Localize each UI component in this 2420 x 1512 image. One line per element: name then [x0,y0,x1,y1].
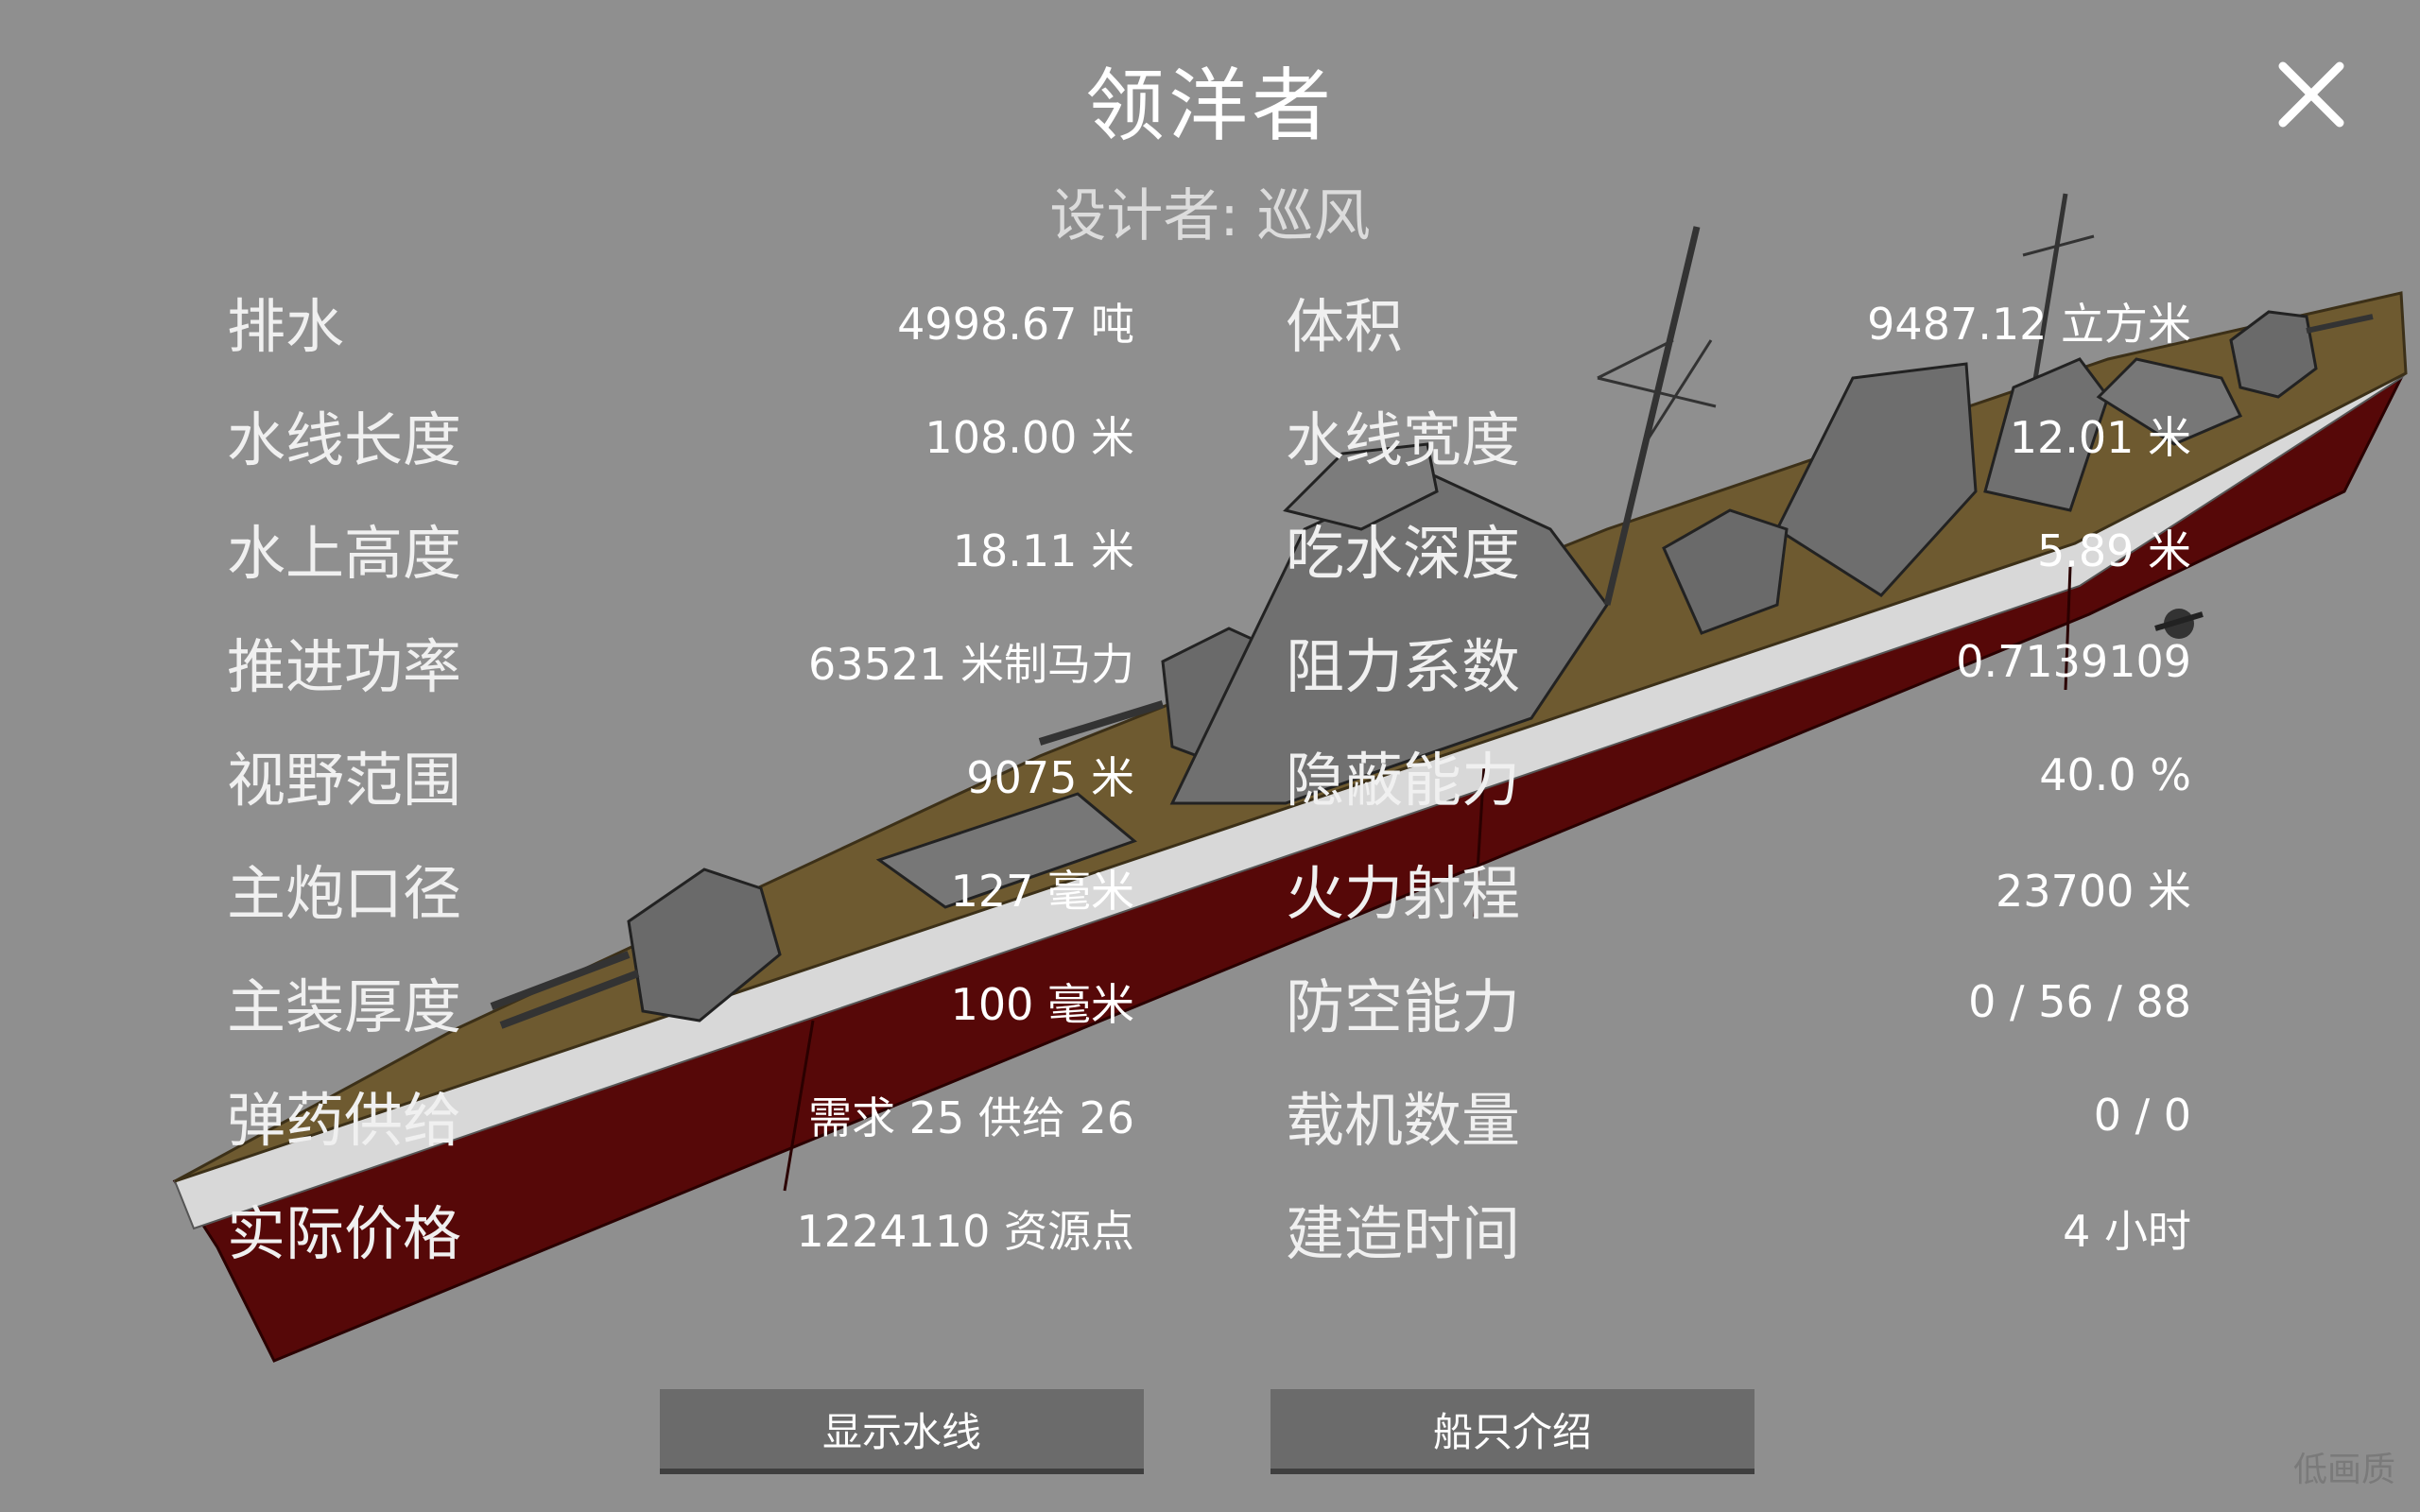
fore-mast [1603,226,1701,606]
stat-value: 4998.67 吨 [897,299,1134,350]
graphics-quality-watermark: 低画质 [2292,1451,2395,1489]
stat-row: 推进功率 63521 米制马力 [227,619,1134,704]
stat-row: 视野范围 9075 米 [227,732,1134,817]
stat-label: 主装厚度 [227,972,462,1041]
stat-value: 100 毫米 [950,979,1134,1030]
stat-label: 视野范围 [227,746,462,815]
ship-intro-button[interactable]: 船只介绍 [1270,1389,1754,1474]
stat-value: 23700 米 [1996,866,2191,917]
stat-label: 水线宽度 [1286,405,1521,474]
stat-label: 推进功率 [227,632,462,701]
stat-label: 排水 [227,292,345,361]
stat-label: 火力射程 [1286,859,1521,928]
stat-row: 吃水深度 5.89 米 [1286,506,2191,591]
stat-row: 阻力系数 0.7139109 [1286,619,2191,704]
stat-row: 载机数量 0 / 0 [1286,1073,2191,1158]
stat-row: 水线长度 108.00 米 [227,392,1134,477]
stat-row: 实际价格 1224110 资源点 [227,1186,1134,1271]
close-icon [2278,61,2344,128]
funnel [1775,362,1978,597]
stat-row: 水线宽度 12.01 米 [1286,392,2191,477]
stat-value: 127 毫米 [950,866,1134,917]
stat-label: 载机数量 [1286,1086,1521,1155]
stat-row: 隐蔽能力 40.0 % [1286,732,2191,817]
stat-label: 阻力系数 [1286,632,1521,701]
stat-row: 防空能力 0 / 56 / 88 [1286,959,2191,1044]
show-waterline-button[interactable]: 显示水线 [660,1389,1144,1474]
stat-value: 9487.12 立方米 [1867,299,2191,350]
stat-row: 建造时间 4 小时 [1286,1186,2191,1271]
stat-row: 火力射程 23700 米 [1286,846,2191,931]
close-button[interactable] [2269,52,2354,137]
stat-value: 9075 米 [966,752,1134,803]
aft-mast [2030,193,2068,398]
stat-label: 弹药供给 [227,1086,462,1155]
stat-value: 0 / 56 / 88 [1968,976,2191,1027]
stat-value: 0.7139109 [1956,636,2191,687]
stat-row: 排水 4998.67 吨 [227,279,1134,364]
ship-name-title: 领洋者 [1084,60,1335,152]
stat-value: 108.00 米 [925,412,1134,463]
stat-label: 体积 [1286,292,1404,361]
aft-turret [2229,310,2318,399]
stat-label: 防空能力 [1286,972,1521,1041]
stat-row: 水上高度 18.11 米 [227,506,1134,591]
stat-label: 水线长度 [227,405,462,474]
stat-row: 体积 9487.12 立方米 [1286,279,2191,364]
stat-label: 实际价格 [227,1199,462,1268]
stat-label: 隐蔽能力 [1286,746,1521,815]
stat-row: 弹药供给 需求 25 供给 26 [227,1073,1134,1158]
stat-label: 建造时间 [1286,1199,1521,1268]
stat-value: 40.0 % [2039,749,2191,800]
stat-label: 主炮口径 [227,859,462,928]
stat-value: 18.11 米 [952,525,1134,576]
stat-value: 5.89 米 [2036,525,2191,576]
stat-value: 1224110 资源点 [796,1206,1135,1257]
designer-label: 设计者: 巡风 [1049,183,1371,249]
stat-label: 水上高度 [227,519,462,588]
stat-value: 63521 米制马力 [808,639,1134,690]
stat-label: 吃水深度 [1286,519,1521,588]
stat-row: 主炮口径 127 毫米 [227,846,1134,931]
stat-row: 主装厚度 100 毫米 [227,959,1134,1044]
forward-turret [627,868,782,1022]
stat-value: 4 小时 [2063,1206,2191,1257]
stat-value: 0 / 0 [2093,1090,2191,1141]
stat-value: 需求 25 供给 26 [808,1092,1134,1143]
stat-value: 12.01 米 [2009,412,2191,463]
